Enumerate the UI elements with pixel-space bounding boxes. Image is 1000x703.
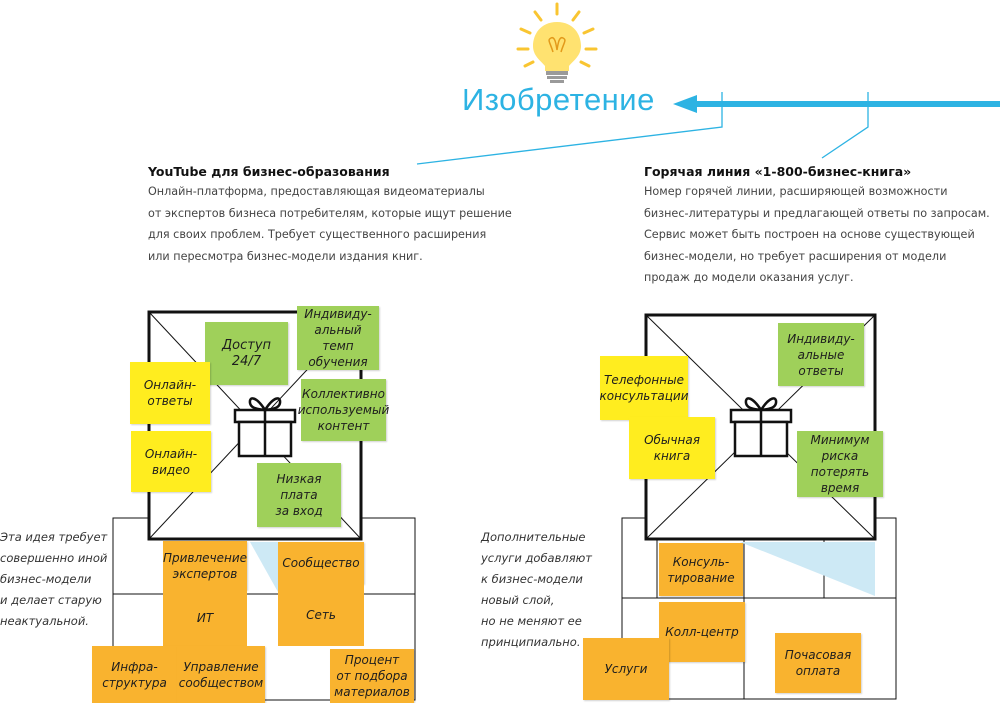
right-heading: Горячая линия «1-800-бизнес-книга» [644, 164, 912, 179]
sticky-low-fee: Низкая плата за вход [257, 463, 341, 527]
desc-line: бизнес-модели, но требует расширения от … [644, 249, 947, 263]
arrow-left-icon [673, 95, 1000, 113]
sticky-services: Услуги [583, 638, 669, 700]
desc-line: или пересмотра бизнес-модели издания кни… [148, 249, 423, 263]
sticky-phone-consulting: Телефонные консультации [600, 356, 689, 420]
desc-line: Сервис может быть построен на основе сущ… [644, 228, 975, 241]
note-line: Дополнительные [481, 530, 586, 544]
note-line: но не меняют ее [481, 614, 582, 628]
desc-line: Онлайн-платформа, предоставляющая видеом… [148, 185, 485, 198]
sticky-hourly-payment: Почасовая оплата [775, 633, 861, 693]
note-line: услуги добавляют [481, 551, 593, 565]
right-note: Дополнительные услуги добавляют к бизнес… [481, 527, 592, 653]
lightbulb-icon [516, 2, 598, 83]
note-line: новый слой, [481, 593, 555, 607]
sticky-min-risk: Минимум риска потерять время [797, 431, 883, 497]
sticky-online-video: Онлайн- видео [131, 431, 211, 492]
left-note: Эта идея требует совершенно иной бизнес-… [0, 527, 107, 632]
sticky-individual-pace: Индивиду- альный темп обучения [297, 306, 379, 370]
note-line: неактуальной. [0, 614, 89, 628]
desc-line: бизнес-литературы и предлагающей ответы … [644, 206, 990, 220]
sticky-access: Доступ 24/7 [205, 322, 288, 385]
desc-line: Номер горячей линии, расширяющей возможн… [644, 185, 948, 198]
note-line: совершенно иной [0, 551, 108, 565]
left-description: Онлайн-платформа, предоставляющая видеом… [148, 181, 512, 267]
page-title: Изобретение [462, 82, 655, 117]
sticky-selection-percent: Процент от подбора материалов [330, 649, 414, 703]
desc-line: для своих проблем. Требует существенного… [148, 228, 487, 241]
gift-icon [233, 397, 297, 458]
note-line: к бизнес-модели [481, 572, 583, 586]
sticky-consulting: Консуль- тирование [659, 543, 743, 596]
sticky-call-center: Колл-центр [659, 602, 745, 662]
sticky-experts: Привлечение экспертов [163, 541, 247, 590]
note-line: принципиально. [481, 635, 581, 649]
desc-line: от экспертов бизнеса потребителям, котор… [148, 206, 512, 220]
sticky-regular-book: Обычная книга [629, 417, 715, 479]
sticky-network: Сеть [278, 584, 364, 646]
sticky-community-management: Управление сообществом [177, 646, 265, 703]
note-line: Эта идея требует [0, 530, 108, 544]
sticky-infrastructure: Инфра- структура [92, 646, 177, 703]
note-line: и делает старую [0, 593, 102, 607]
right-description: Номер горячей линии, расширяющей возможн… [644, 181, 990, 289]
sticky-it: ИТ [163, 590, 247, 646]
sticky-online-answers: Онлайн- ответы [130, 362, 210, 424]
left-heading: YouTube для бизнес-образования [148, 164, 390, 179]
sticky-community: Сообщество [278, 542, 364, 584]
sticky-individual-answers: Индивиду- альные ответы [778, 323, 864, 386]
sticky-collective-content: Коллективно используемый контент [298, 379, 389, 441]
note-line: бизнес-модели [0, 572, 92, 586]
desc-line: продаж до модели оказания услуг. [644, 271, 854, 284]
